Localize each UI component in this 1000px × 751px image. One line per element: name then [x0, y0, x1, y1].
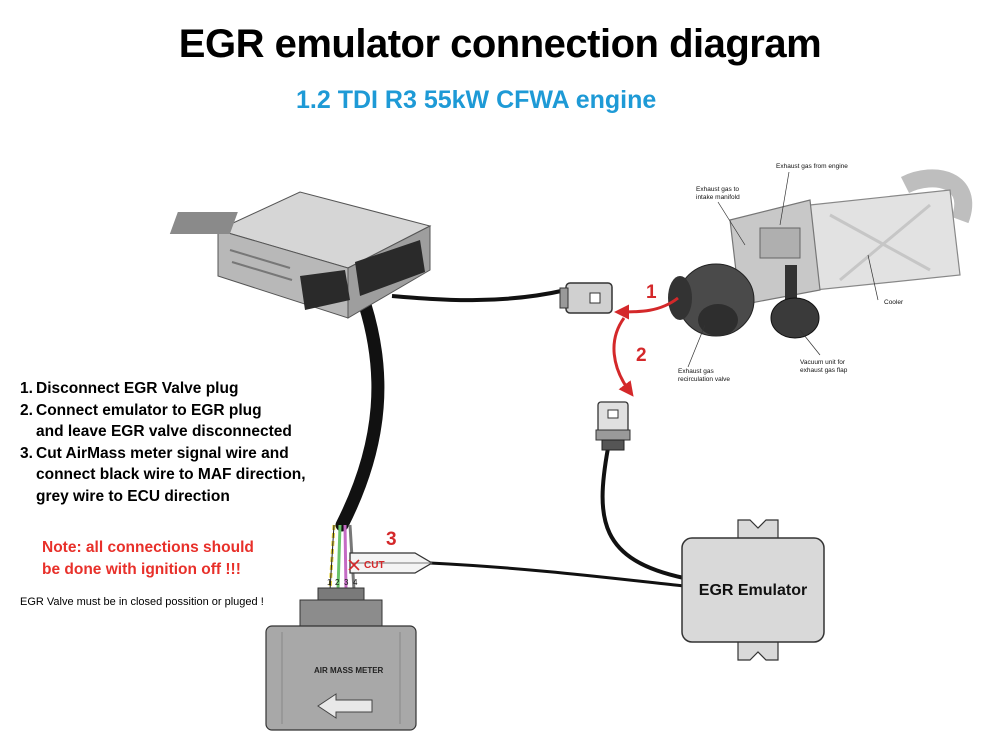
emulator-plug-wire	[600, 447, 685, 580]
egr-callout-lines	[687, 171, 879, 368]
warning-note: Note: all connections should be done wit…	[42, 537, 272, 580]
signal-wire	[429, 561, 685, 588]
pin-label-2: 2	[335, 578, 340, 587]
cut-connector	[349, 552, 434, 574]
ecu-unit-icon	[169, 191, 432, 319]
callout-recirc-valve-2: recirculation valve	[678, 376, 730, 383]
flow-arrow-icon	[614, 296, 679, 320]
arrow-label-2: 2	[636, 345, 647, 366]
maf-label: AIR MASS METER	[314, 666, 384, 675]
step-number: 2.	[20, 401, 33, 419]
emulator-plug-icon	[595, 401, 631, 451]
footnote: EGR Valve must be in closed possition or…	[20, 596, 264, 608]
pin-label-3: 3	[344, 578, 349, 587]
instruction-step-1: 1. Disconnect EGR Valve plug	[20, 378, 306, 400]
cut-label: CUT	[364, 560, 385, 571]
arrow-step2	[612, 317, 634, 397]
main-harness	[335, 298, 385, 532]
ecu-to-egr-wire	[391, 288, 567, 303]
pin-label-4: 4	[353, 578, 358, 587]
note-line-2: be done with ignition off !!!	[42, 560, 241, 578]
emulator-label: EGR Emulator	[699, 582, 807, 599]
emulator-box	[681, 519, 825, 661]
callout-recirc-valve-1: Exhaust gas	[678, 368, 715, 375]
air-mass-meter-icon	[265, 587, 417, 731]
egr-module-icon	[668, 169, 973, 339]
callout-cooler: Cooler	[884, 299, 904, 306]
instruction-list: 1. Disconnect EGR Valve plug 2. Connect …	[20, 378, 306, 507]
page-subtitle: 1.2 TDI R3 55kW CFWA engine	[296, 86, 657, 114]
step-number: 3.	[20, 444, 33, 462]
note-line-1: Note: all connections should	[42, 539, 254, 556]
arrow-label-3: 3	[386, 529, 397, 550]
callout-exhaust-to-intake-1: Exhaust gas to	[696, 186, 739, 193]
callout-vacuum-unit-2: exhaust gas flap	[800, 367, 848, 374]
pin-label-1: 1	[327, 578, 332, 587]
arrow-label-1: 1	[646, 282, 657, 303]
cut-x-icon	[348, 559, 360, 571]
step-number: 1.	[20, 380, 33, 397]
egr-plug-icon	[559, 282, 613, 314]
callout-exhaust-to-intake-2: intake manifold	[696, 194, 740, 201]
step-text: Disconnect EGR Valve plug	[36, 380, 239, 397]
callout-vacuum-unit-1: Vacuum unit for	[800, 359, 846, 366]
callout-exhaust-from-engine: Exhaust gas from engine	[776, 163, 848, 170]
page-title: EGR emulator connection diagram	[178, 22, 822, 66]
